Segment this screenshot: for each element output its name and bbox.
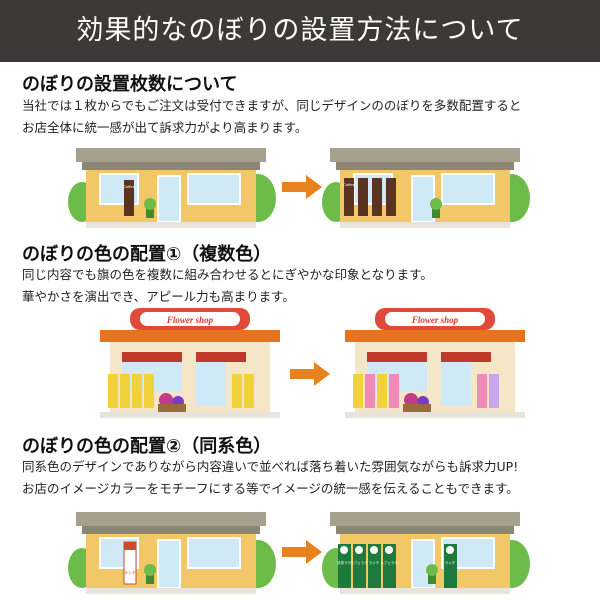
cafe-before-illustration: ランチ (68, 512, 276, 594)
green-banner-label-4: カフェラテ (380, 560, 398, 565)
section-2-desc-line-2: 華やかさを演出でき、アピール力も高まります。 (22, 289, 295, 304)
arrow-icon (282, 540, 322, 564)
section-1-desc-line-2: お店全体に統一感が出て訴求力がより高まります。 (22, 120, 308, 135)
section-3-title: のぼりの色の配置②（同系色） (22, 436, 272, 457)
green-banner-label-5: ランチ (445, 560, 456, 565)
section-1-title: のぼりの設置枚数について (22, 74, 238, 95)
coffee-banner (124, 180, 134, 216)
page-title: 効果的なのぼりの設置方法について (76, 15, 524, 46)
lunch-banner-label: ランチ (124, 569, 136, 575)
coffee-banner-label: Coffee (123, 184, 135, 189)
green-banner-label-1: 抹茶ラテ (337, 560, 351, 565)
section-2-title: のぼりの色の配置①（複数色） (22, 244, 272, 265)
section-1-desc-line-1: 当社では１枚からでもご注文は受付できますが、同じデザインののぼりを多数配置すると (22, 98, 522, 113)
arrow-icon (290, 362, 330, 386)
flower-shop-before-illustration: Flower shop (100, 308, 280, 418)
page-header: 効果的なのぼりの設置方法について (0, 0, 600, 62)
cafe-after-illustration: 抹茶ラテ カフェラテ ランチ カフェラテ ランチ (322, 512, 530, 594)
section-3-desc-line-2: お店のイメージカラーをモチーフにする等でイメージの統一感を伝えることもできます。 (22, 481, 519, 496)
coffee-banner-label: Coffee (343, 182, 355, 187)
green-banner-label-2: カフェラテ (350, 560, 368, 565)
flower-shop-sign: Flower shop (166, 315, 214, 325)
flower-shop-sign: Flower shop (411, 315, 459, 325)
flower-shop-after-illustration: Flower shop (345, 308, 525, 418)
store-after-illustration: Coffee (322, 148, 530, 228)
green-banner-label-3: ランチ (369, 560, 380, 565)
arrow-icon (282, 175, 322, 199)
section-3-desc-line-1: 同系色のデザインでありながら内容違いで並べれば落ち着いた雰囲気ながらも訴求力UP… (22, 459, 519, 474)
section-2-desc-line-1: 同じ内容でも旗の色を複数に組み合わせるとにぎやかな印象となります。 (22, 267, 433, 282)
store-before-illustration: Coffee (68, 148, 276, 228)
